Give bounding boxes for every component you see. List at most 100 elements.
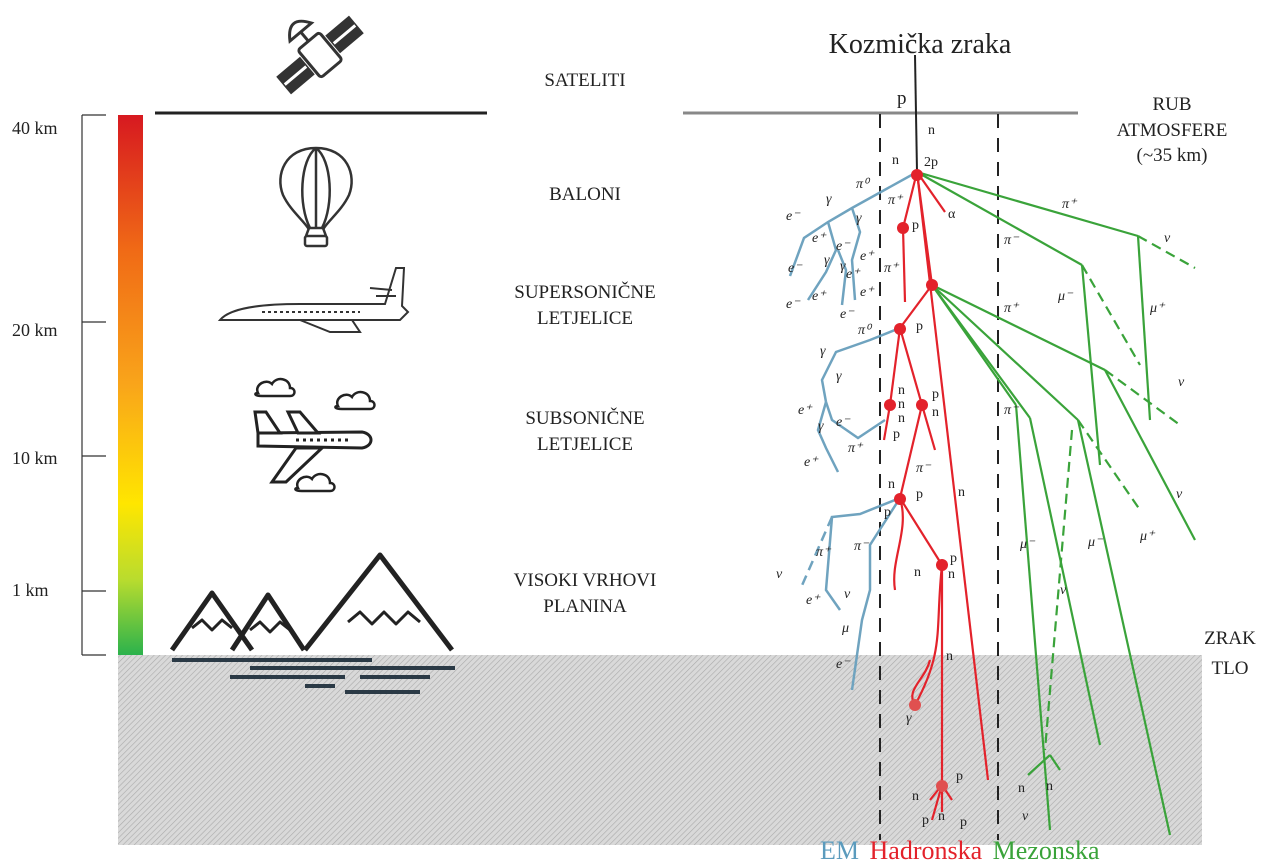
diagram-title: Kozmička zraka <box>828 29 1012 60</box>
altitude-label-20: 20 km <box>12 320 58 340</box>
label-n-9: n <box>948 567 955 582</box>
water-lines <box>172 658 455 694</box>
label-p-5: p <box>893 427 900 442</box>
balloon-icon <box>279 146 353 248</box>
label-p-10: p <box>922 813 929 828</box>
label-e-1: e⁻ <box>836 657 851 672</box>
label-n-11: n <box>912 789 919 804</box>
legend-mezonska: Mezonska <box>992 836 1100 865</box>
label-e-plus-6: e⁺ <box>798 403 813 418</box>
altitude-label-40: 40 km <box>12 118 58 138</box>
altitude-label-10: 10 km <box>12 448 58 468</box>
altitude-color-bar <box>118 115 143 655</box>
label-gamma-8: γ <box>906 711 912 726</box>
label-mu-plus-1: μ⁺ <box>1149 301 1166 316</box>
label-gamma-1: γ <box>826 192 832 207</box>
atmosphere-edge-line1: RUB <box>1152 94 1192 115</box>
legend-hadronska: Hadronska <box>869 836 983 865</box>
label-n-3: n <box>898 397 905 412</box>
ground-area <box>118 655 1202 845</box>
label-mu-minus-1: μ⁻ <box>1057 289 1074 304</box>
label-pi-minus-2: π⁻ <box>854 539 870 554</box>
label-pi-minus-3: π⁻ <box>1004 233 1020 248</box>
label-pi-plus-6: π⁺ <box>1004 301 1020 316</box>
zone-label-peaks-line2: PLANINA <box>543 595 627 617</box>
label-n-top: n <box>928 123 935 138</box>
zone-label-subsonic: SUBSONIČNE LETJELICE <box>490 406 680 457</box>
label-nu-6: ν <box>1060 583 1067 598</box>
cloud-icons <box>254 377 376 493</box>
altitude-label-1: 1 km <box>12 580 49 600</box>
label-e-minus-1: e⁻ <box>786 209 801 224</box>
label-n-6: n <box>888 477 895 492</box>
label-e-plus-2: e⁺ <box>860 249 875 264</box>
label-pi-plus-5: π⁺ <box>1062 197 1078 212</box>
label-n-4: n <box>898 411 905 426</box>
label-nu-3: ν <box>1164 231 1171 246</box>
interaction-points <box>884 169 948 792</box>
label-e-plus-7: e⁺ <box>804 455 819 470</box>
altitude-scale <box>81 114 106 656</box>
label-p-top: p <box>897 88 907 109</box>
label-e-plus-3: e⁺ <box>846 267 861 282</box>
label-pi0-2: π⁰ <box>858 323 873 338</box>
mesonic-cascade <box>916 170 1196 836</box>
label-e-minus-2: e⁻ <box>836 239 851 254</box>
label-e-minus-5: e⁻ <box>840 307 855 322</box>
satellite-icon <box>276 15 364 95</box>
ground-label: TLO <box>1211 658 1249 679</box>
zone-label-peaks-line1: VISOKI VRHOVI <box>513 570 657 591</box>
zone-label-subsonic-line1: SUBSONIČNE <box>525 408 645 429</box>
label-e-plus-5: e⁺ <box>860 285 875 300</box>
particle-labels: p n n 2p α π⁰ π⁺ p π⁺ γ γ e⁻ e⁺ e⁻ e⁺ γ … <box>776 88 1185 830</box>
label-e-plus-8: e⁺ <box>806 593 821 608</box>
label-n-2: n <box>898 383 905 398</box>
zone-label-baloni: BALONI <box>549 184 621 205</box>
label-nu-4: ν <box>1178 375 1185 390</box>
zone-label-supersonic-line1: SUPERSONIČNE <box>514 282 656 303</box>
label-n-7: n <box>958 485 965 500</box>
label-n-14: n <box>1046 779 1053 794</box>
zone-label-peaks: VISOKI VRHOVI PLANINA <box>490 568 680 619</box>
column-dividers <box>879 114 999 840</box>
label-gamma-5: γ <box>820 344 826 359</box>
label-nu-2: ν <box>844 587 851 602</box>
label-p-8: p <box>950 551 957 566</box>
label-e-minus-4: e⁻ <box>786 297 801 312</box>
supersonic-jet-icon <box>217 267 410 333</box>
label-p-3: p <box>916 319 923 334</box>
label-gamma-6: γ <box>836 369 842 384</box>
hadronic-cascade <box>882 171 990 821</box>
label-e-plus-4: e⁺ <box>812 289 827 304</box>
label-nu-7: ν <box>1022 809 1029 824</box>
label-e-minus-3: e⁻ <box>788 261 803 276</box>
label-pi-plus-2: π⁺ <box>884 261 900 276</box>
atmosphere-edge-line3: (~35 km) <box>1136 145 1208 167</box>
label-2p: 2p <box>924 155 938 170</box>
label-mu-plus-2: μ⁺ <box>1139 529 1156 544</box>
zone-label-sateliti: SATELITI <box>544 70 626 91</box>
legend: EM Hadronska Mezonska <box>820 836 1104 866</box>
zone-label-supersonic: SUPERSONIČNE LETJELICE <box>490 280 680 331</box>
label-mu-minus-3: μ⁻ <box>1087 535 1104 550</box>
label-e-plus-1: e⁺ <box>812 231 827 246</box>
atmosphere-edge-line2: ATMOSFERE <box>1116 119 1228 141</box>
label-n-10: n <box>946 649 953 664</box>
label-n-12: n <box>938 809 945 824</box>
label-pi-minus-4: π⁻ <box>1004 403 1020 418</box>
label-p-4: p <box>932 387 939 402</box>
atmosphere-edge-label: RUB ATMOSFERE (~35 km) <box>1092 92 1252 169</box>
label-n-1: n <box>892 153 899 168</box>
label-gamma-4: γ <box>840 259 846 274</box>
em-cascade <box>788 170 918 691</box>
zone-label-subsonic-line2: LETJELICE <box>536 433 634 455</box>
label-p-7: p <box>884 505 891 520</box>
label-gamma-3: γ <box>824 253 830 268</box>
legend-em: EM <box>820 836 859 865</box>
label-n-13: n <box>1018 781 1025 796</box>
subsonic-plane-icon <box>253 410 373 484</box>
zone-label-supersonic-line2: LETJELICE <box>536 307 634 329</box>
label-nu-5: ν <box>1176 487 1183 502</box>
label-p-6: p <box>916 487 923 502</box>
